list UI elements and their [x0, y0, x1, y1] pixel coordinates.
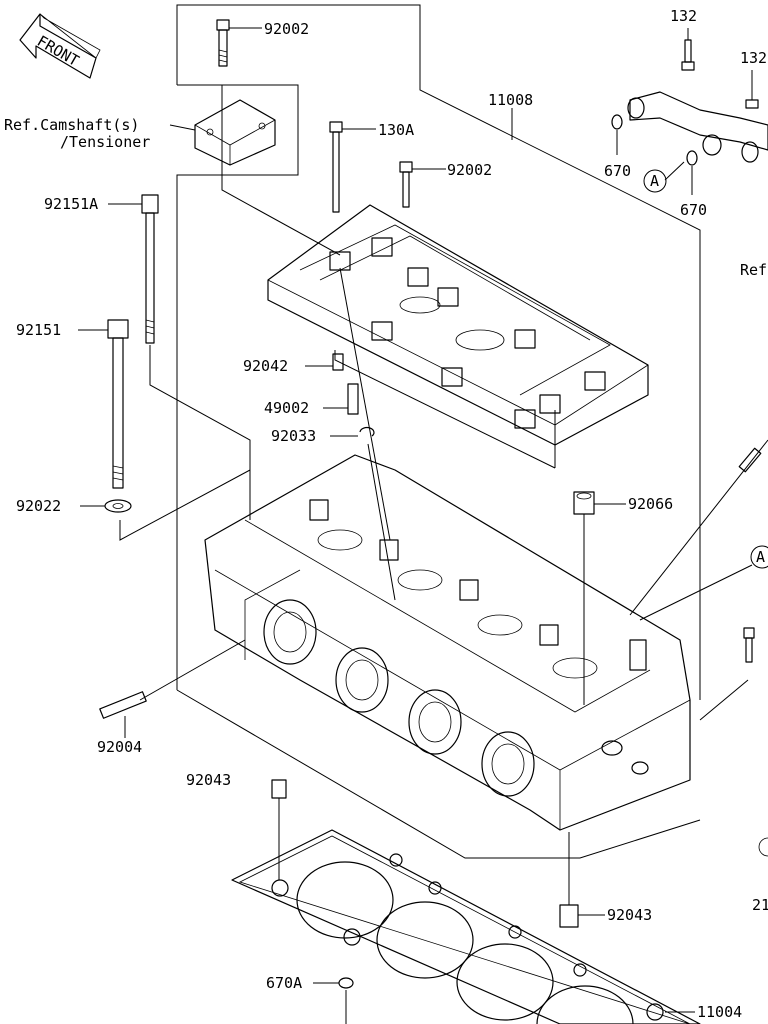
callout-130a: 130A: [378, 121, 414, 139]
bolt-92151: [78, 319, 129, 489]
cylinder-head: [204, 454, 691, 831]
ref-marker-a: [643, 169, 667, 193]
ref-marker-a-text: A: [756, 548, 765, 566]
callout-92042: 92042: [243, 357, 288, 375]
head-leader-lines: [119, 267, 768, 721]
washer-92022: [80, 499, 132, 513]
callout-92002: 92002: [447, 161, 492, 179]
callout-92151: 92151: [16, 321, 61, 339]
right-side-parts: [738, 447, 762, 663]
oring-670a: [313, 977, 354, 1024]
camshaft-bracket: [169, 99, 276, 166]
right-edge-fragment: [758, 837, 768, 857]
callout-92043: 92043: [607, 906, 652, 924]
callout-92033: 92033: [271, 427, 316, 445]
cap-92066: [573, 491, 626, 705]
front-direction-tag: FRONT: [19, 13, 101, 79]
front-label: FRONT: [34, 32, 82, 70]
callout-92151a: 92151A: [44, 195, 98, 213]
callout-132: 132: [670, 7, 697, 25]
callout-11008: 11008: [488, 91, 533, 109]
callout-49002: 49002: [264, 399, 309, 417]
head-gasket-11004: [231, 829, 701, 1024]
callout-92002: 92002: [264, 20, 309, 38]
dowel-92043-right: [559, 832, 605, 928]
group-frame-lines: [176, 4, 701, 859]
bolt-92151a: [108, 194, 159, 344]
stud-92004: [99, 639, 246, 738]
dowel-92043-left: [271, 779, 287, 880]
oil-pipe-assembly: [611, 28, 768, 195]
callout-92043: 92043: [186, 771, 231, 789]
ref-marker-a-text: A: [650, 172, 659, 190]
ref-camshaft-label: Ref.Camshaft(s): [4, 116, 139, 134]
callout-21-partial: 21: [752, 896, 768, 914]
callout-670: 670: [680, 201, 707, 219]
callout-92004: 92004: [97, 738, 142, 756]
ref-tensioner-label: /Tensioner: [60, 133, 150, 151]
callout-132: 132: [740, 49, 767, 67]
bolt-92002-mid: [399, 161, 446, 208]
callout-670: 670: [604, 162, 631, 180]
guide-49002: [323, 383, 359, 415]
bolt-130a: [329, 121, 376, 213]
bolt-92002-top: [216, 19, 262, 67]
callout-92022: 92022: [16, 497, 61, 515]
pin-92042: [305, 353, 344, 371]
callout-11004: 11004: [697, 1003, 742, 1021]
callout-92066: 92066: [628, 495, 673, 513]
ref-marker-a: [750, 545, 768, 569]
callout-670a: 670A: [266, 974, 302, 992]
camshaft-cap-assembly: [267, 204, 649, 446]
ref-label-right: Ref: [740, 261, 767, 279]
